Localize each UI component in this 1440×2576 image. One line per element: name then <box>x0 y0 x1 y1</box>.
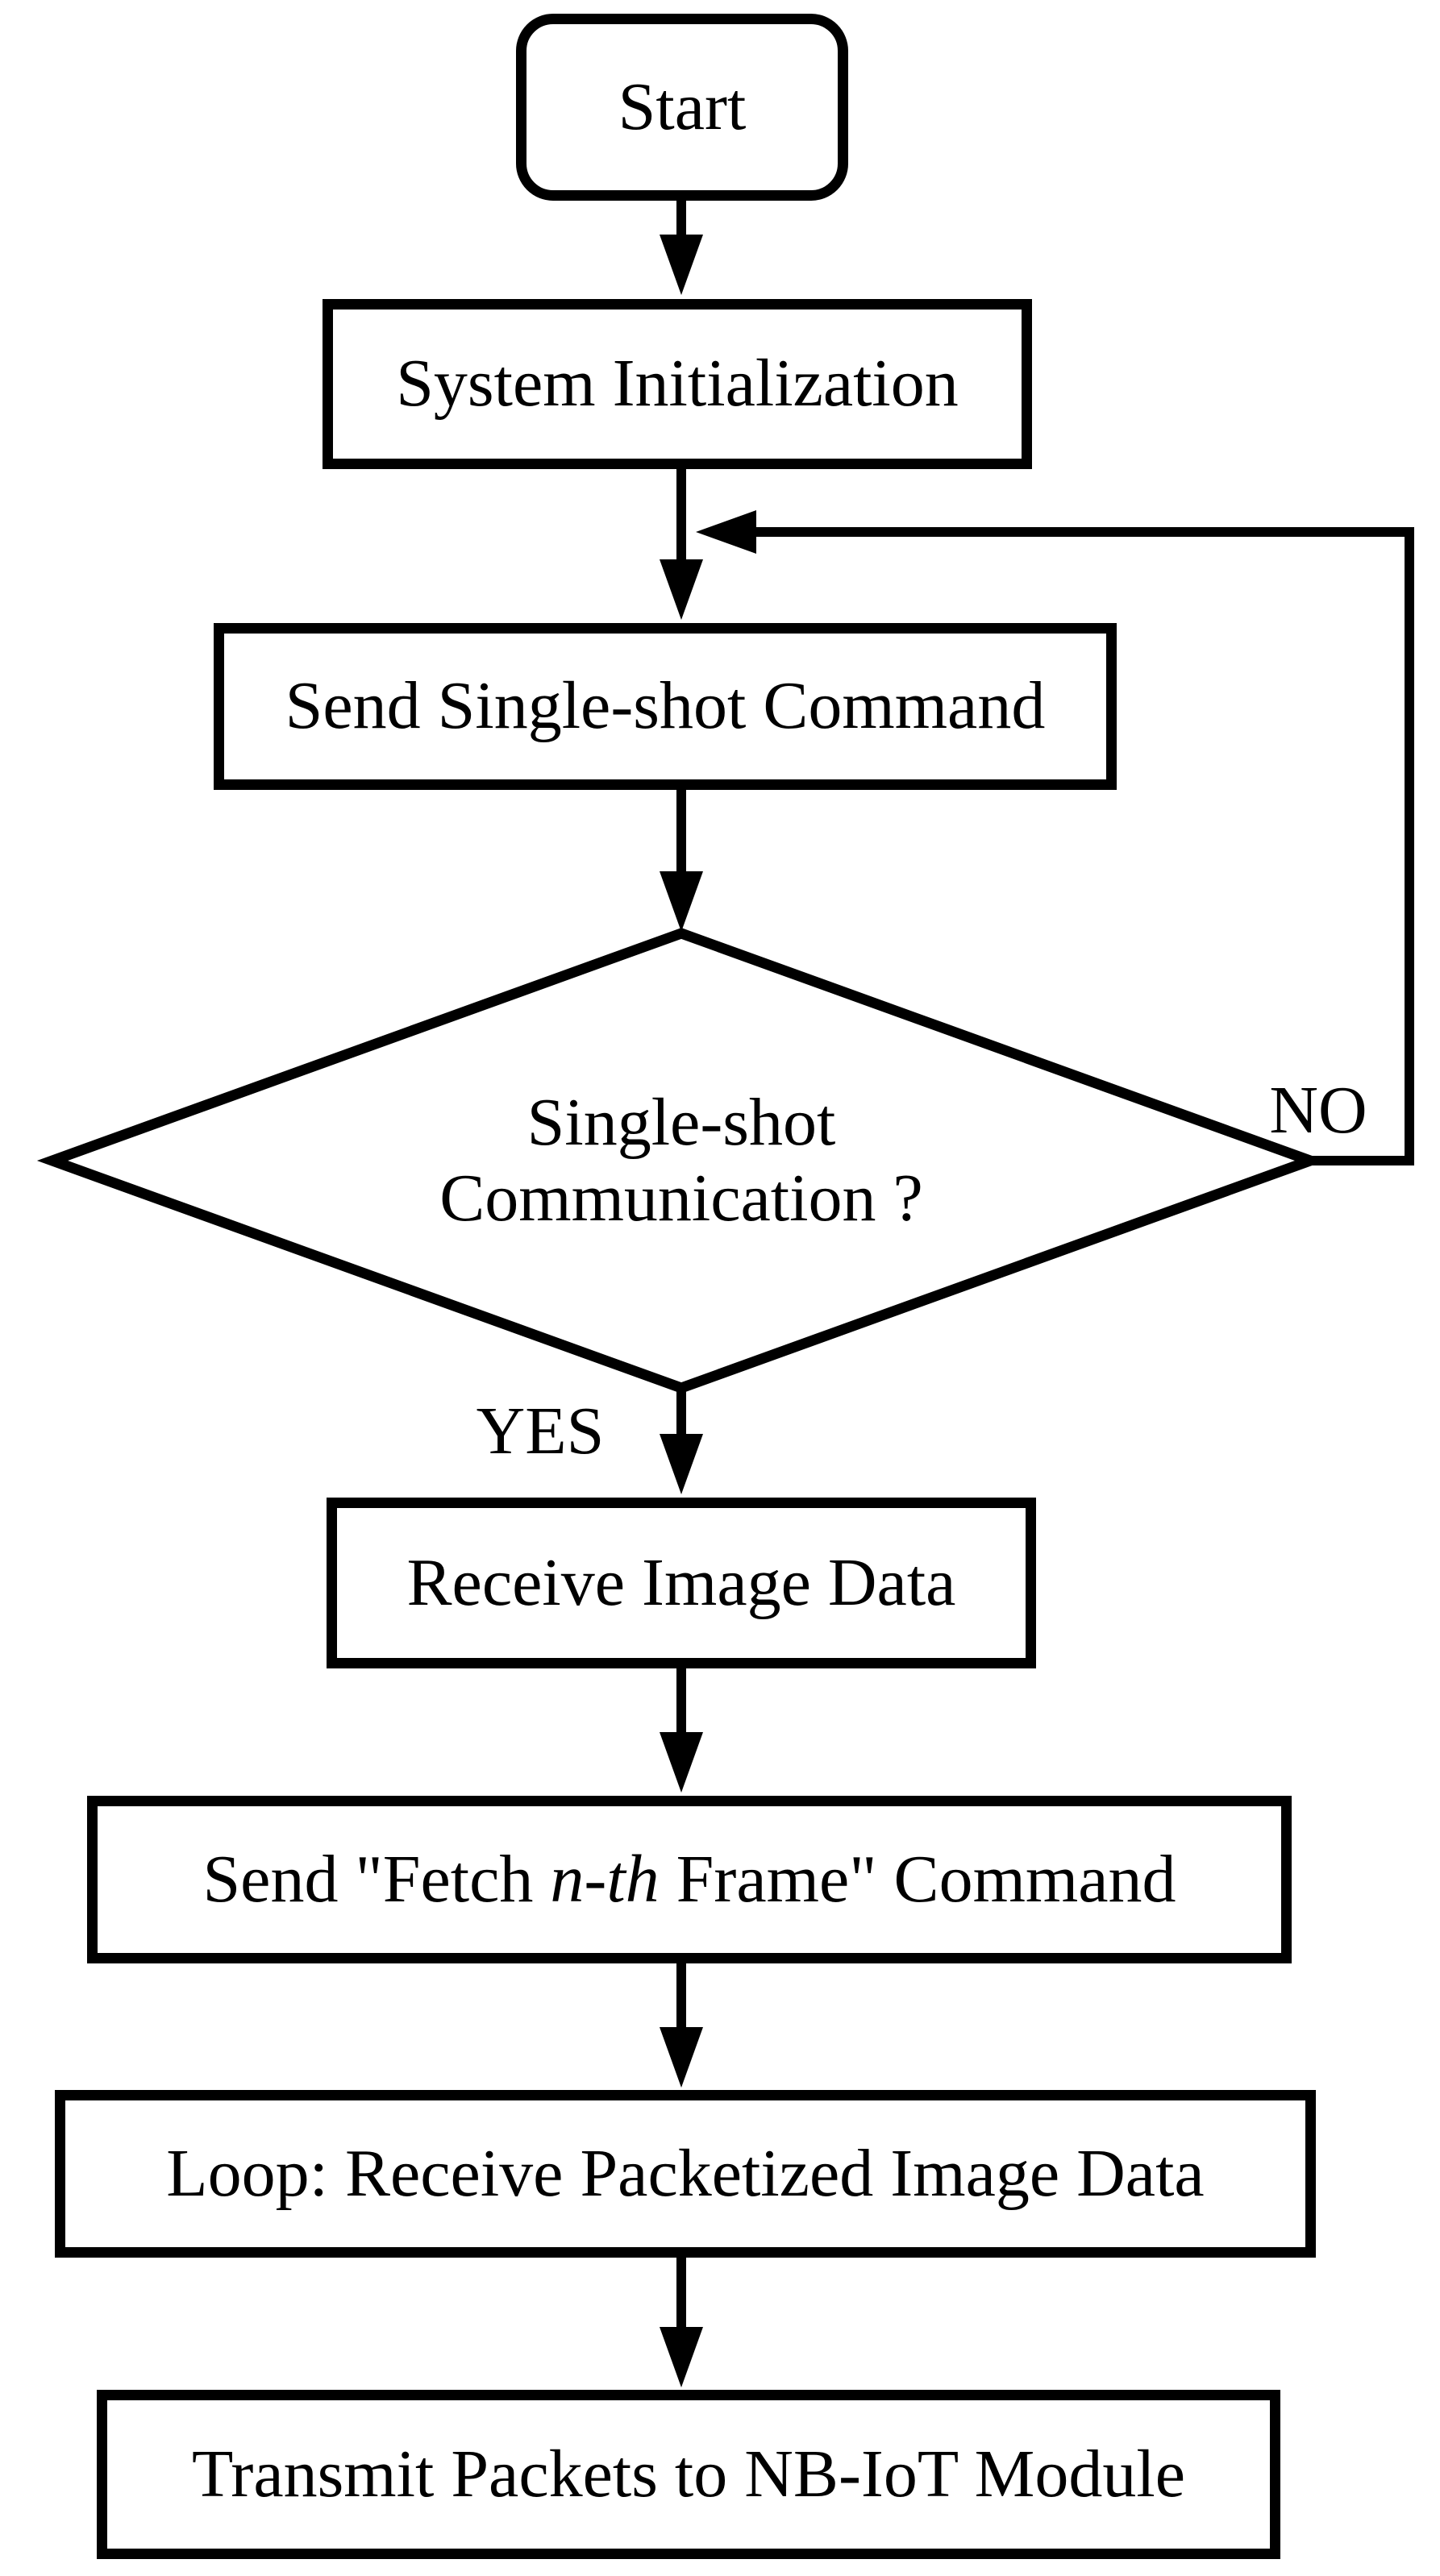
fetch-frame-label-after: Frame" Command <box>659 1841 1176 1917</box>
fetch-frame-label-before: Send "Fetch <box>202 1841 551 1917</box>
fetch-frame-command-node: Send "Fetch n-th Frame" Command <box>87 1796 1292 1963</box>
arrow-init-to-send-head <box>660 559 703 620</box>
yes-branch-label: YES <box>476 1394 605 1469</box>
start-node-label: Start <box>618 69 747 144</box>
system-initialization-label: System Initialization <box>396 346 959 422</box>
decision-label: Single-shot Communication ? <box>278 1072 1084 1249</box>
arrow-decision-to-receive-head <box>660 1434 703 1494</box>
no-feedback-line <box>751 527 1414 1165</box>
no-branch-label: NO <box>1269 1073 1367 1148</box>
decision-label-line1: Single-shot <box>526 1084 836 1160</box>
start-node: Start <box>516 14 848 201</box>
arrow-fetch-to-loop-head <box>660 2027 703 2088</box>
fetch-frame-command-label: Send "Fetch n-th Frame" Command <box>202 1841 1176 1917</box>
loop-receive-packetized-node: Loop: Receive Packetized Image Data <box>55 2090 1316 2258</box>
arrow-send-to-decision-head <box>660 871 703 932</box>
decision-label-line2: Communication ? <box>439 1161 923 1236</box>
send-single-shot-command-node: Send Single-shot Command <box>214 623 1117 790</box>
loop-receive-packetized-label: Loop: Receive Packetized Image Data <box>166 2135 1205 2211</box>
fetch-frame-label-nth: n-th <box>550 1841 660 1917</box>
send-single-shot-command-label: Send Single-shot Command <box>285 668 1046 744</box>
arrow-receive-to-fetch-head <box>660 1732 703 1793</box>
arrow-start-to-init-head <box>660 235 703 295</box>
transmit-packets-label: Transmit Packets to NB-IoT Module <box>192 2436 1185 2512</box>
system-initialization-node: System Initialization <box>323 299 1032 469</box>
transmit-packets-node: Transmit Packets to NB-IoT Module <box>97 2390 1280 2559</box>
receive-image-data-node: Receive Image Data <box>327 1498 1036 1668</box>
no-feedback-head <box>696 510 756 554</box>
receive-image-data-label: Receive Image Data <box>406 1544 956 1620</box>
arrow-loop-to-transmit-head <box>660 2327 703 2387</box>
